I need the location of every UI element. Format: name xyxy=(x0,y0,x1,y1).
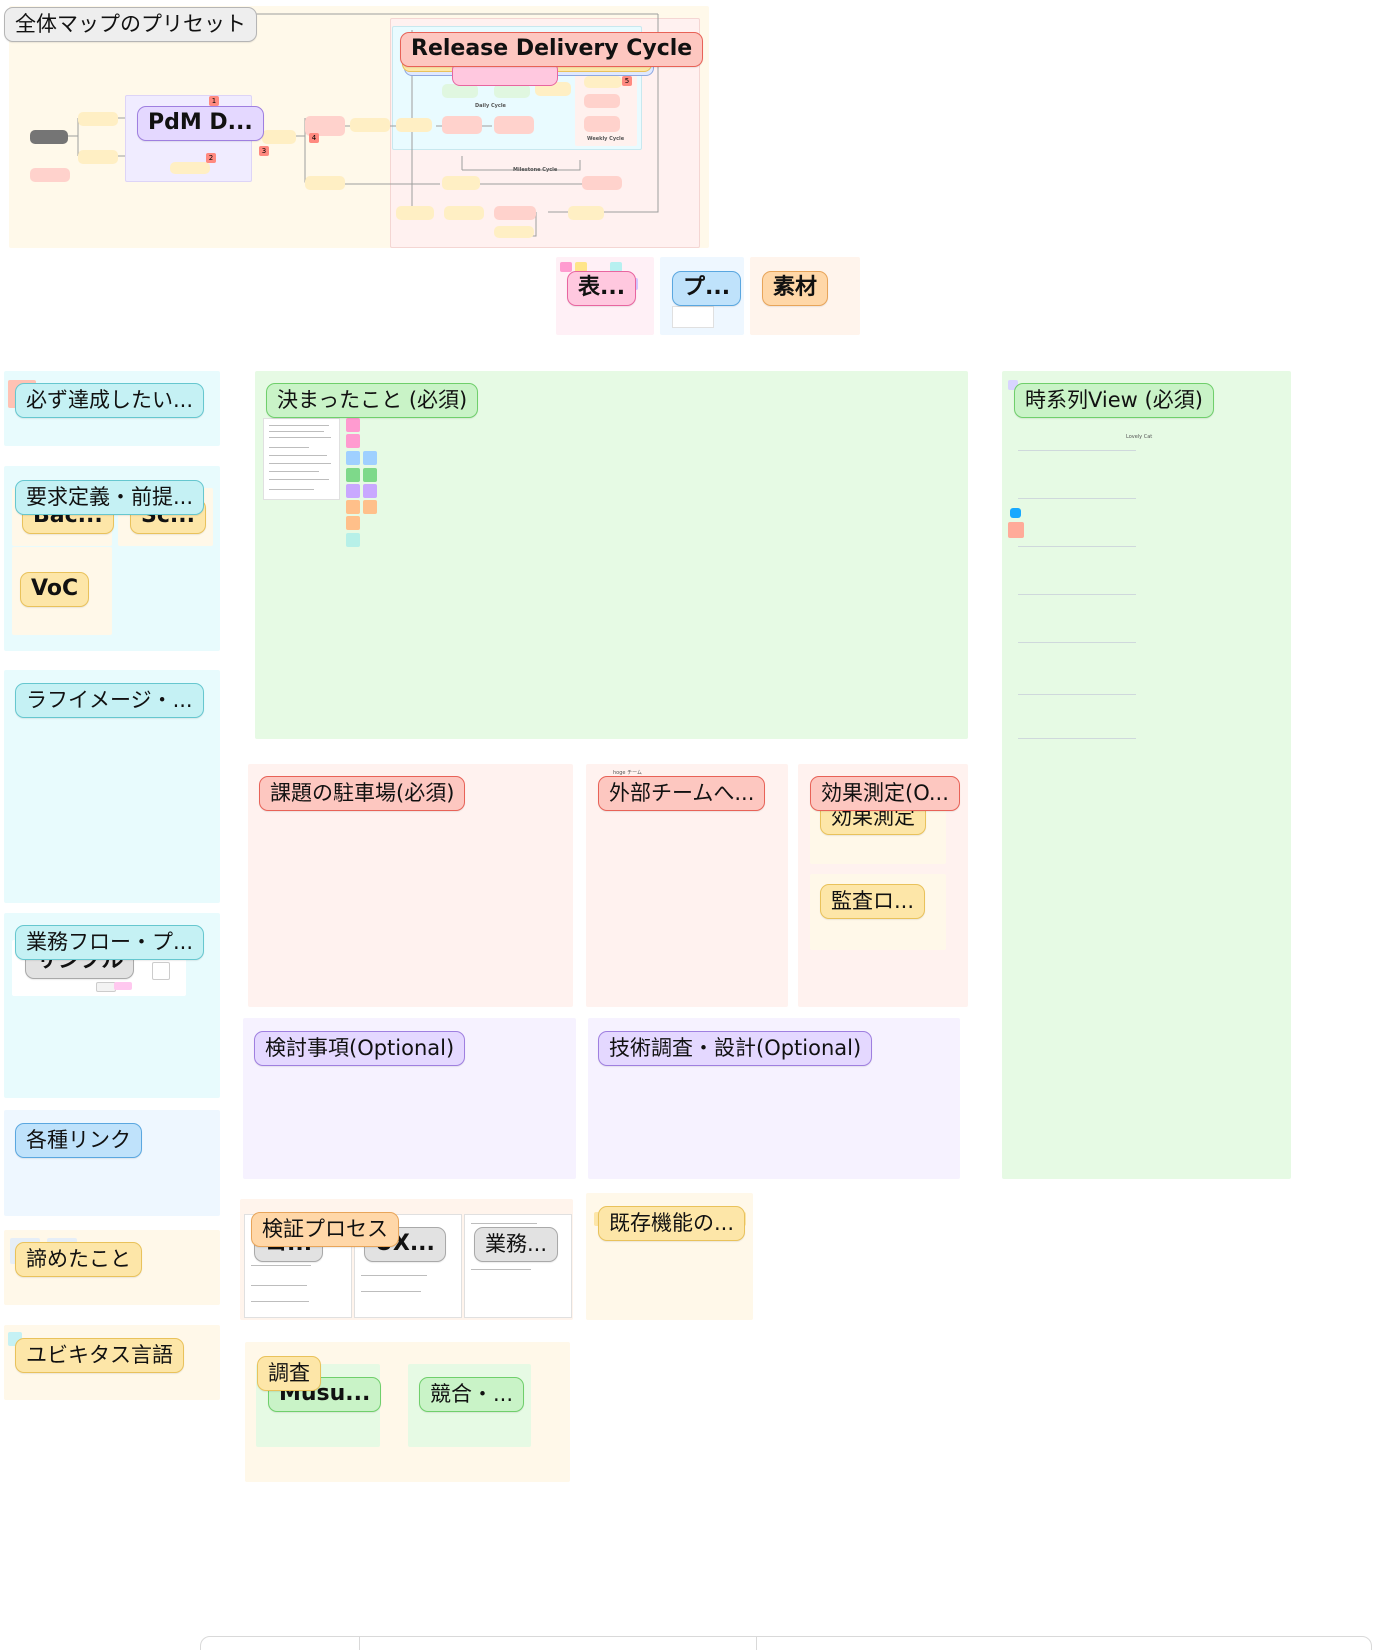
mini-sticky xyxy=(152,962,170,980)
voc-label[interactable]: VoC xyxy=(20,572,90,607)
effect-measure-label[interactable]: 効果測定(O... xyxy=(810,776,960,811)
effect-measure-inner-label[interactable]: 効果測定 xyxy=(820,800,926,835)
timeline-sticky xyxy=(1008,522,1024,538)
audit-log-label[interactable]: 監査ロ... xyxy=(820,884,926,919)
map-node xyxy=(78,112,118,126)
toolbar-divider xyxy=(359,1637,360,1650)
decided-sticky xyxy=(363,451,377,465)
step-badge: 3 xyxy=(259,146,269,156)
decided-label[interactable]: 決まったこと (必須) xyxy=(266,383,479,418)
weekly-cycle-caption: Weekly Cycle xyxy=(587,136,625,142)
business-flow-label[interactable]: 業務フロー・プ... xyxy=(15,925,205,960)
map-node xyxy=(582,176,622,190)
map-node xyxy=(442,116,482,134)
considerations-label[interactable]: 検討事項(Optional) xyxy=(254,1031,466,1066)
decided-sticky xyxy=(363,468,377,482)
decided-sticky xyxy=(346,418,360,432)
must-achieve-label[interactable]: 必ず達成したい... xyxy=(15,383,205,418)
bottom-toolbar[interactable] xyxy=(200,1636,1372,1650)
milestone-cycle-caption: Milestone Cycle xyxy=(513,167,558,173)
timeline-row-line xyxy=(1018,738,1136,739)
decided-sticky xyxy=(346,533,360,547)
table-preset-label[interactable]: 表... xyxy=(567,271,637,306)
step-badge: 4 xyxy=(309,133,319,143)
map-node xyxy=(584,116,620,132)
tech-research-label[interactable]: 技術調査・設計(Optional) xyxy=(598,1031,873,1066)
map-node xyxy=(568,206,604,220)
mini-sticky xyxy=(575,262,587,272)
pu-preset-label[interactable]: プ... xyxy=(672,271,742,306)
material-preset-label[interactable]: 素材 xyxy=(762,271,829,306)
map-node xyxy=(584,94,620,108)
mini-sticky xyxy=(1008,380,1018,390)
rough-image-label[interactable]: ラフイメージ・... xyxy=(15,683,204,718)
map-node xyxy=(494,84,530,98)
timeline-row-line xyxy=(1018,546,1136,547)
release-delivery-cycle-label[interactable]: Release Delivery Cycle xyxy=(400,32,704,67)
decided-sticky xyxy=(346,434,360,448)
external-team-caption: hoge チーム xyxy=(613,770,642,776)
map-node xyxy=(494,226,534,238)
mini-sticky xyxy=(560,262,572,272)
map-node xyxy=(396,118,432,132)
map-node xyxy=(444,206,484,220)
step-badge: 5 xyxy=(622,76,632,86)
timeline-caption: Lovely Cat xyxy=(1126,434,1153,440)
decided-frame[interactable] xyxy=(255,371,968,739)
map-node xyxy=(305,116,345,136)
map-node xyxy=(396,206,434,220)
timeline-row-line xyxy=(1018,498,1136,499)
map-node xyxy=(78,150,118,164)
issues-parking-label[interactable]: 課題の駐車場(必須) xyxy=(259,776,466,811)
research-label[interactable]: 調査 xyxy=(257,1356,321,1391)
toolbar-divider xyxy=(756,1637,757,1650)
map-node xyxy=(494,116,534,134)
gave-up-label[interactable]: 諦めたこと xyxy=(15,1242,142,1277)
mini-doc xyxy=(672,306,714,328)
daily-cycle-caption: Daily Cycle xyxy=(475,103,506,109)
requirements-label[interactable]: 要求定義・前提... xyxy=(15,480,205,515)
external-team-label[interactable]: 外部チームへ... xyxy=(598,776,766,811)
mini-sticky xyxy=(594,1212,600,1226)
map-node xyxy=(350,118,390,132)
decided-sticky xyxy=(346,484,360,498)
decided-document xyxy=(263,418,340,500)
decided-sticky xyxy=(346,516,360,530)
timeline-view-label[interactable]: 時系列View (必須) xyxy=(1014,383,1214,418)
timeline-row-line xyxy=(1018,694,1136,695)
map-node xyxy=(442,84,478,98)
map-node xyxy=(170,162,210,174)
verification-label[interactable]: 検証プロセス xyxy=(251,1212,399,1247)
step-badge: 2 xyxy=(206,153,216,163)
map-node xyxy=(305,176,345,190)
decided-sticky xyxy=(363,500,377,514)
mini-sticky xyxy=(96,982,116,992)
phone-icon xyxy=(1010,508,1021,518)
map-node xyxy=(262,130,296,144)
map-node xyxy=(584,76,622,88)
mini-sticky xyxy=(114,982,132,990)
map-node-start xyxy=(30,130,68,144)
timeline-row-line xyxy=(1018,642,1136,643)
decided-sticky xyxy=(363,484,377,498)
decided-sticky xyxy=(346,500,360,514)
pdm-discovery-label[interactable]: PdM D... xyxy=(137,106,264,141)
step-badge: 1 xyxy=(209,96,219,106)
timeline-frame[interactable] xyxy=(1002,371,1291,1179)
decided-sticky xyxy=(346,468,360,482)
timeline-row-line xyxy=(1018,594,1136,595)
existing-features-label[interactable]: 既存機能の... xyxy=(598,1206,746,1241)
map-node xyxy=(442,176,480,190)
timeline-row-line xyxy=(1018,450,1136,451)
map-node xyxy=(494,206,536,220)
ubiquitous-label[interactable]: ユビキタス言語 xyxy=(15,1338,184,1373)
preset-title-label[interactable]: 全体マップのプリセット xyxy=(4,7,257,42)
competitor-label[interactable]: 競合・... xyxy=(419,1377,525,1412)
decided-sticky xyxy=(346,451,360,465)
map-node xyxy=(30,168,70,182)
mini-sticky xyxy=(610,262,622,272)
links-label[interactable]: 各種リンク xyxy=(15,1123,142,1158)
gyomu-label[interactable]: 業務... xyxy=(474,1227,559,1262)
